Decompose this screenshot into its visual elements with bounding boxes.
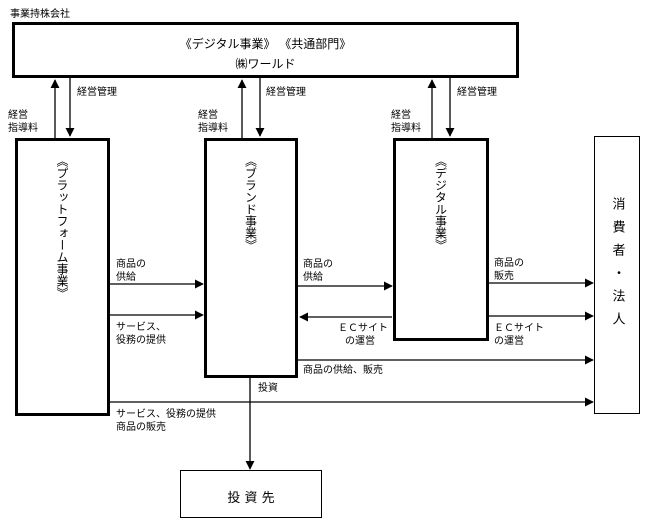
investee-label: 投 資 先 bbox=[227, 491, 275, 506]
holding-company-box: 《デジタル事業》 《共通部門》 ㈱ワールド bbox=[12, 22, 519, 78]
label-mgmt-platform: 経営管理 bbox=[77, 87, 117, 98]
consumer-box: 消費者・法人 bbox=[594, 136, 640, 414]
consumer-label: 消費者・法人 bbox=[609, 197, 625, 335]
label-mgmt-digital: 経営管理 bbox=[457, 87, 497, 98]
investee-box: 投 資 先 bbox=[180, 470, 322, 518]
label-ec-ops-1b: の運営 bbox=[345, 336, 375, 347]
holding-segments: 《デジタル事業》 《共通部門》 bbox=[179, 37, 352, 51]
platform-business-label: 《プラットフォーム事業》 bbox=[55, 155, 69, 299]
label-ec-ops-2b: の運営 bbox=[494, 336, 524, 347]
label-fee-platform-1: 経営 bbox=[8, 110, 28, 121]
digital-business-box: 《デジタル事業》 bbox=[393, 138, 489, 341]
label-fee-digital-2: 指導料 bbox=[391, 123, 421, 134]
brand-business-label: 《ブランド事業》 bbox=[243, 155, 258, 251]
label-mgmt-brand: 経営管理 bbox=[266, 87, 306, 98]
holding-company-name: ㈱ワールド bbox=[235, 57, 296, 71]
label-ec-ops-2a: ＥＣサイト bbox=[494, 323, 544, 334]
label-fee-brand-2: 指導料 bbox=[198, 123, 228, 134]
label-investment: 投資 bbox=[258, 383, 278, 394]
label-fee-brand-1: 経営 bbox=[198, 110, 218, 121]
label-service-1b: 役務の提供 bbox=[116, 335, 166, 346]
label-goods-sales-a: 商品の bbox=[494, 258, 524, 269]
label-goods-supply-2b: 供給 bbox=[303, 272, 323, 283]
label-goods-supply-1b: 供給 bbox=[116, 272, 136, 283]
holding-caption: 事業持株会社 bbox=[10, 9, 70, 20]
digital-business-label: 《デジタル事業》 bbox=[433, 155, 448, 251]
platform-business-box: 《プラットフォーム事業》 bbox=[15, 138, 110, 416]
label-goods-supply-1a: 商品の bbox=[116, 259, 146, 270]
label-service-sales-a: サービス、役務の提供 bbox=[116, 409, 216, 420]
label-supply-sales: 商品の供給、販売 bbox=[303, 365, 383, 376]
label-goods-supply-2a: 商品の bbox=[303, 259, 333, 270]
label-ec-ops-1a: ＥＣサイト bbox=[338, 323, 388, 334]
label-service-1a: サービス、 bbox=[116, 322, 166, 333]
label-fee-digital-1: 経営 bbox=[391, 110, 411, 121]
label-goods-sales-b: 販売 bbox=[494, 271, 514, 282]
label-fee-platform-2: 指導料 bbox=[8, 123, 38, 134]
brand-business-box: 《ブランド事業》 bbox=[204, 138, 298, 378]
label-service-sales-b: 商品の販売 bbox=[116, 422, 166, 433]
